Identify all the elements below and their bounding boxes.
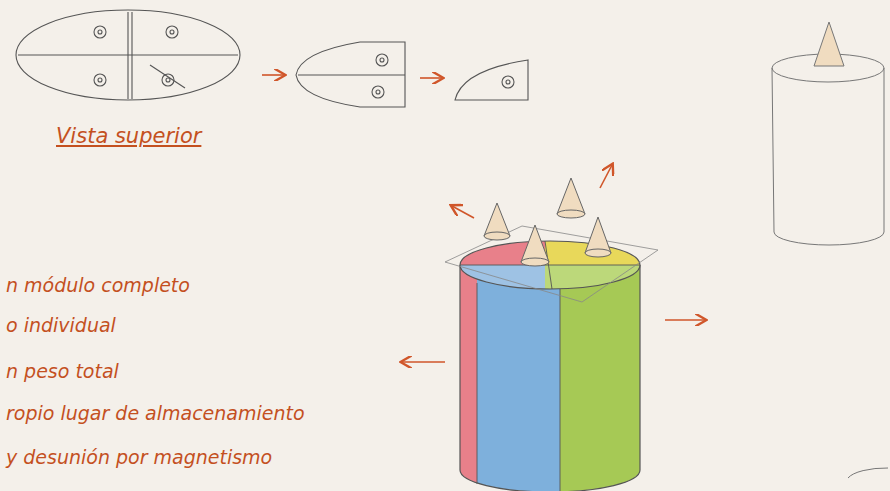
view-title: Vista superior — [56, 124, 201, 149]
feature-note: n peso total — [6, 360, 119, 383]
feature-note: y desunión por magnetismo — [6, 446, 272, 469]
feature-note: o individual — [6, 314, 116, 337]
feature-note: ropio lugar de almacenamiento — [6, 402, 305, 425]
feature-note: n módulo completo — [6, 274, 190, 297]
